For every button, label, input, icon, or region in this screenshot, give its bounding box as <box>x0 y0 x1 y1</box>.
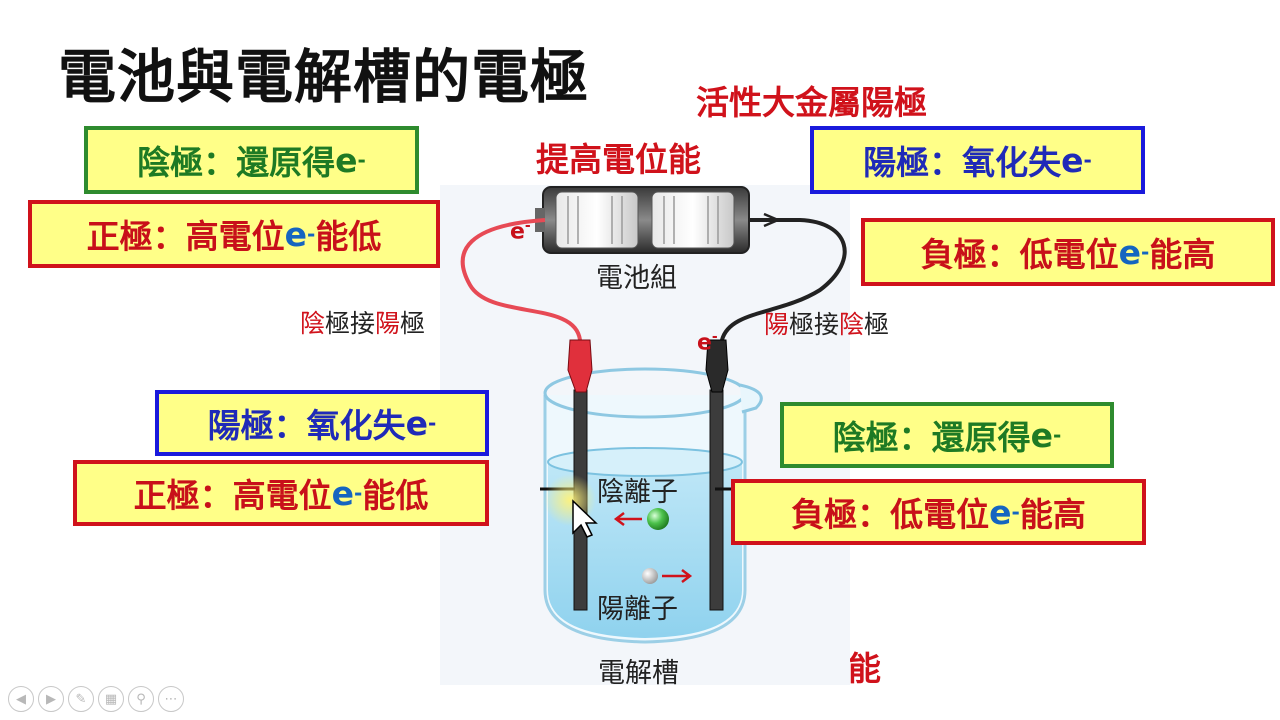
black-wire <box>720 218 847 341</box>
cation-ball <box>642 568 658 584</box>
more-options-icon[interactable]: ⋯ <box>158 686 184 712</box>
previous-slide-icon[interactable]: ◀ <box>8 686 34 712</box>
next-slide-icon[interactable]: ▶ <box>38 686 64 712</box>
red-wire <box>460 218 582 341</box>
anion-arrow <box>613 512 642 526</box>
wire-arrow <box>763 212 782 228</box>
black-clip <box>705 339 729 393</box>
pen-icon[interactable]: ✎ <box>68 686 94 712</box>
battery-pack-label: 電池組 <box>596 263 677 294</box>
right-electrode <box>709 389 724 611</box>
cation-label: 陽離子 <box>597 594 678 625</box>
left-connection-note: 陰極接陽極 <box>300 309 426 338</box>
slideshow-toolbar: ◀ ▶ ✎ ▦ ⚲ ⋯ <box>8 686 184 712</box>
page-title: 電池與電解槽的電極 <box>58 43 590 111</box>
battery-electron-label: e- <box>510 218 531 245</box>
right-connection-note: 陽極接陰極 <box>764 310 890 339</box>
raise-potential-note: 提高電位能 <box>536 140 701 179</box>
active-anode-note: 活性大金屬陽極 <box>696 83 927 122</box>
cation-arrow <box>662 569 693 583</box>
electrolytic-cell-label: 電解槽 <box>598 658 679 689</box>
slides-grid-icon[interactable]: ▦ <box>98 686 124 712</box>
mouse-cursor-icon <box>572 499 598 538</box>
battery-pack <box>535 186 750 254</box>
anion-ball <box>647 508 669 530</box>
beaker <box>543 367 763 644</box>
red-clip <box>567 339 593 393</box>
zoom-icon[interactable]: ⚲ <box>128 686 154 712</box>
anion-label: 陰離子 <box>597 477 678 508</box>
cell-electron-label: e- <box>697 329 718 356</box>
